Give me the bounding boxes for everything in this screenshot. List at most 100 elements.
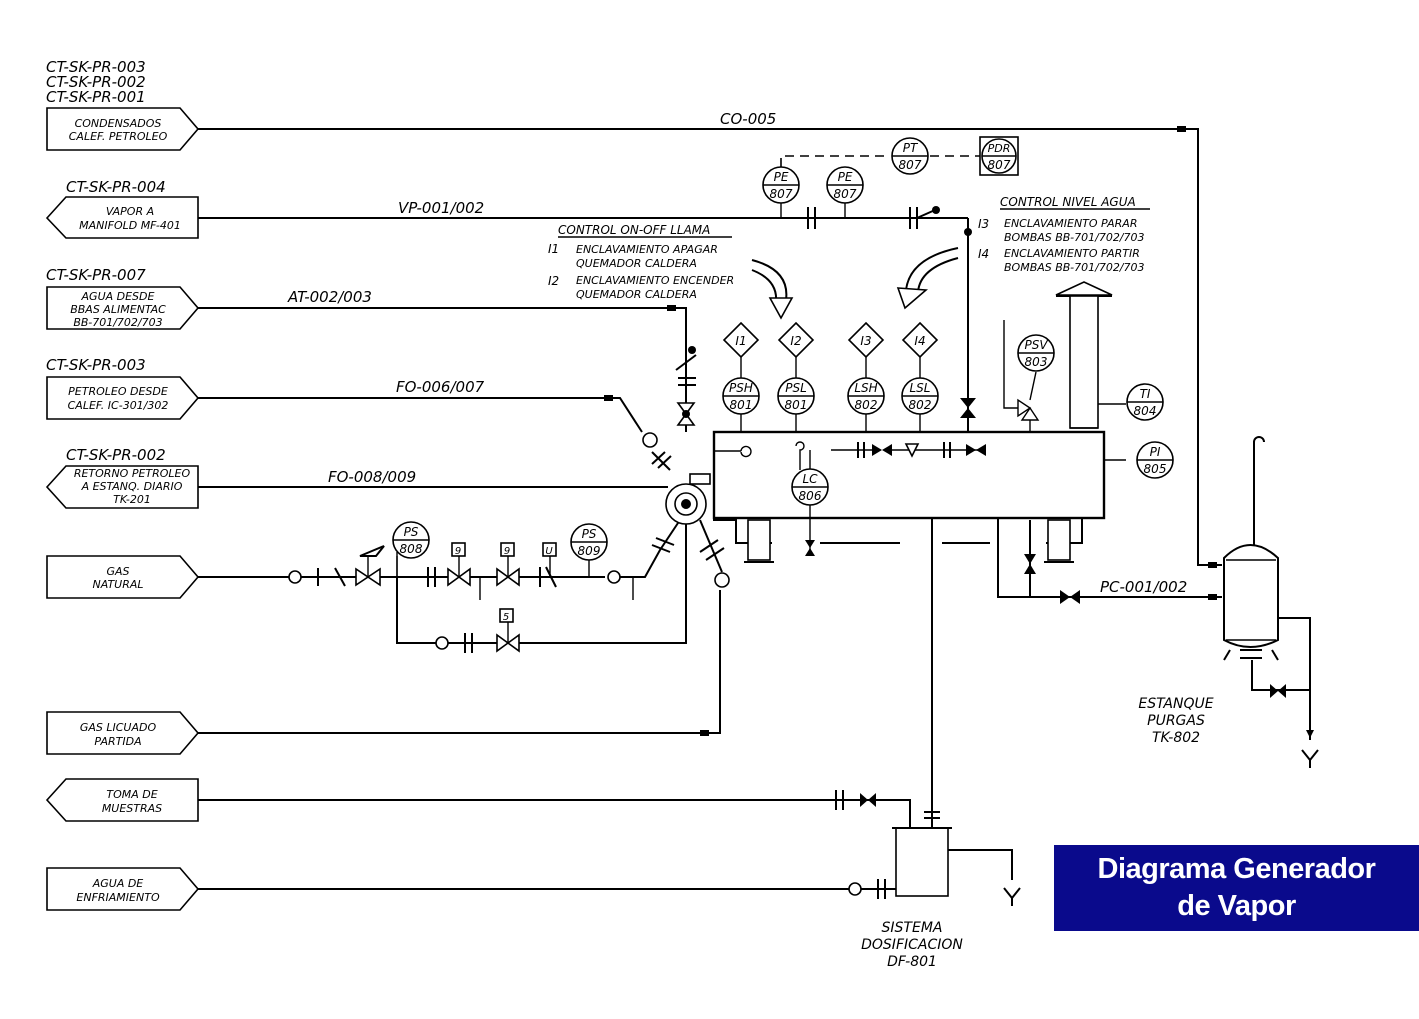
note-line: BOMBAS BB-701/702/703 <box>1004 231 1145 244</box>
note-index: I3 <box>978 217 989 231</box>
note-index: I4 <box>978 247 989 261</box>
flag-box <box>46 286 200 330</box>
stream-condensados: CT-SK-PR-003 CT-SK-PR-002 CT-SK-PR-001 C… <box>46 58 776 151</box>
flag-label: CONDENSADOS <box>75 117 162 130</box>
control-level-note: CONTROL NIVEL AGUA I3 ENCLAVAMIENTO PARA… <box>978 195 1150 274</box>
interlock-i2: I2 <box>777 321 815 378</box>
stream-ref: CT-SK-PR-003 <box>46 58 146 76</box>
instrument-num: 804 <box>1134 404 1157 418</box>
stream-gas-licuado: GAS LICUADO PARTIDA <box>46 711 200 755</box>
instrument-tag: PE <box>774 170 789 184</box>
flag-label: BB-701/702/703 <box>73 316 162 329</box>
note-title: CONTROL NIVEL AGUA <box>1000 195 1136 209</box>
dosing-label: SISTEMA DOSIFICACION DF-801 <box>861 920 963 970</box>
note-line: ENCLAVAMIENTO PARAR <box>1004 217 1137 230</box>
instrument-pe-807-b: PE 807 <box>826 166 864 204</box>
dosing-line: SISTEMA <box>882 920 943 936</box>
stream-retorno-petroleo: CT-SK-PR-002 RETORNO PETROLEO A ESTANQ. … <box>45 446 416 509</box>
flag-box <box>46 555 200 599</box>
flag-box <box>46 107 200 151</box>
flag-label: MANIFOLD MF-401 <box>79 219 181 232</box>
interlock-i4: I4 <box>901 321 939 378</box>
instrument-tag: PE <box>838 170 853 184</box>
instrument-num: 807 <box>899 158 922 172</box>
instrument-pe-807-a: PE 807 <box>762 166 800 204</box>
purge-tank-line: TK-802 <box>1152 730 1200 746</box>
stream-ref: CT-SK-PR-001 <box>46 88 146 106</box>
stream-ref: CT-SK-PR-002 <box>66 446 166 464</box>
flag-label: ENFRIAMIENTO <box>76 891 160 904</box>
interlock-label: I2 <box>790 334 801 348</box>
instrument-tag: LSL <box>910 381 931 395</box>
note-index: I1 <box>548 242 559 256</box>
pc-line-label: PC-001/002 <box>1100 578 1187 596</box>
instrument-num: 801 <box>785 398 808 412</box>
title-line-2: de Vapor <box>1177 890 1296 922</box>
instrument-ps-808: PS 808 <box>392 521 430 577</box>
instrument-tag: PS <box>404 525 419 539</box>
stream-ref: CT-SK-PR-007 <box>46 266 146 284</box>
control-flame-note: CONTROL ON-OFF LLAMA I1 ENCLAVAMIENTO AP… <box>548 223 734 301</box>
flag-box <box>46 376 200 420</box>
flag-label: VAPOR A <box>106 205 154 218</box>
interlock-diamonds: I1 I2 I3 I4 <box>722 321 939 378</box>
stream-petroleo: CT-SK-PR-003 PETROLEO DESDE CALEF. IC-30… <box>46 356 485 420</box>
instrument-bubbles: PE 807 PE 807 PT 807 PDR 807 <box>392 136 1174 577</box>
valve-tag: U <box>545 546 553 557</box>
instrument-lsh-802: LSH 802 <box>847 377 885 432</box>
instrument-tag: LC <box>802 472 818 486</box>
boiler <box>665 398 1106 563</box>
instrument-tag: PI <box>1150 445 1161 459</box>
flag-label: GAS <box>106 565 129 578</box>
flag-label: TK-201 <box>113 493 151 506</box>
instrument-num: 806 <box>799 489 822 503</box>
interlock-label: I1 <box>735 334 746 348</box>
instrument-tag: PSH <box>729 381 753 395</box>
flag-label: GAS LICUADO <box>80 721 157 734</box>
dosing-line: DOSIFICACION <box>861 937 963 953</box>
interlock-i3: I3 <box>847 321 885 378</box>
dosing-line: DF-801 <box>887 954 937 970</box>
stream-vapor-manifold: CT-SK-PR-004 VAPOR A MANIFOLD MF-401 VP-… <box>45 178 484 239</box>
stream-agua-alimentacion: CT-SK-PR-007 AGUA DESDE BBAS ALIMENTAC B… <box>46 266 372 330</box>
instrument-tag: LSH <box>854 381 877 395</box>
instrument-num: 802 <box>909 398 932 412</box>
instrument-num: 809 <box>578 544 601 558</box>
diagram-title: Diagrama Generador de Vapor <box>1054 845 1419 931</box>
instrument-tag: PS <box>582 527 597 541</box>
valve-tag: 5 <box>503 612 509 623</box>
line-label: CO-005 <box>720 110 776 128</box>
instrument-ti-804: TI 804 <box>1126 383 1164 421</box>
instrument-ps-809: PS 809 <box>570 523 608 561</box>
valve-tags: 9 9 U 5 <box>451 542 557 623</box>
arrows <box>751 247 959 320</box>
flag-label: CALEF. IC-301/302 <box>68 399 169 412</box>
instrument-psh-801: PSH 801 <box>722 377 760 432</box>
purge-tank-label: ESTANQUE PURGAS TK-802 <box>1138 696 1213 746</box>
flag-label: AGUA DESDE <box>81 290 155 303</box>
instrument-num: 805 <box>1144 462 1167 476</box>
line-label: FO-006/007 <box>396 378 485 396</box>
interlock-i1: I1 <box>722 321 760 378</box>
flag-label: CALEF. PETROLEO <box>69 130 168 143</box>
note-line: ENCLAVAMIENTO ENCENDER <box>576 274 734 287</box>
stream-ref: CT-SK-PR-003 <box>46 356 146 374</box>
stream-toma-muestras: TOMA DE MUESTRAS <box>45 778 199 822</box>
instrument-num: 802 <box>855 398 878 412</box>
purge-tank-line: PURGAS <box>1147 713 1205 729</box>
instrument-pt-807: PT 807 <box>891 137 929 175</box>
instrument-tag: PSV <box>1024 338 1048 352</box>
valve-tag: 9 <box>455 546 461 557</box>
note-title: CONTROL ON-OFF LLAMA <box>558 223 710 237</box>
instrument-num: 803 <box>1025 355 1048 369</box>
instrument-num: 807 <box>770 187 793 201</box>
instrument-pdr-807: PDR 807 <box>979 136 1019 176</box>
line-label: VP-001/002 <box>398 199 484 217</box>
instrument-tag: PDR <box>988 142 1011 155</box>
note-line: BOMBAS BB-701/702/703 <box>1004 261 1145 274</box>
instrument-lsl-802: LSL 802 <box>901 377 939 432</box>
dosing-system <box>892 827 1021 906</box>
stream-ref: CT-SK-PR-002 <box>46 73 146 91</box>
piping <box>198 126 1222 899</box>
